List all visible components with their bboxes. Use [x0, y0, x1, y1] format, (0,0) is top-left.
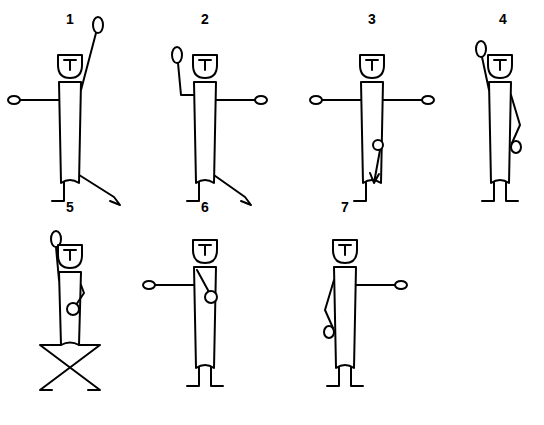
figure-2 [172, 47, 267, 205]
figure-7 [324, 240, 407, 386]
figure-3 [310, 55, 434, 201]
figure-1 [8, 17, 120, 205]
callout-number: 7 [341, 200, 349, 214]
figure-4 [476, 41, 521, 201]
callout-number: 6 [201, 200, 209, 214]
figure-6 [143, 240, 223, 386]
callout-number: 4 [499, 12, 507, 26]
callout-number: 1 [66, 12, 74, 26]
callout-number: 3 [368, 12, 376, 26]
callout-number: 2 [201, 12, 209, 26]
callout-number: 5 [66, 200, 74, 214]
figure-5 [40, 231, 100, 390]
